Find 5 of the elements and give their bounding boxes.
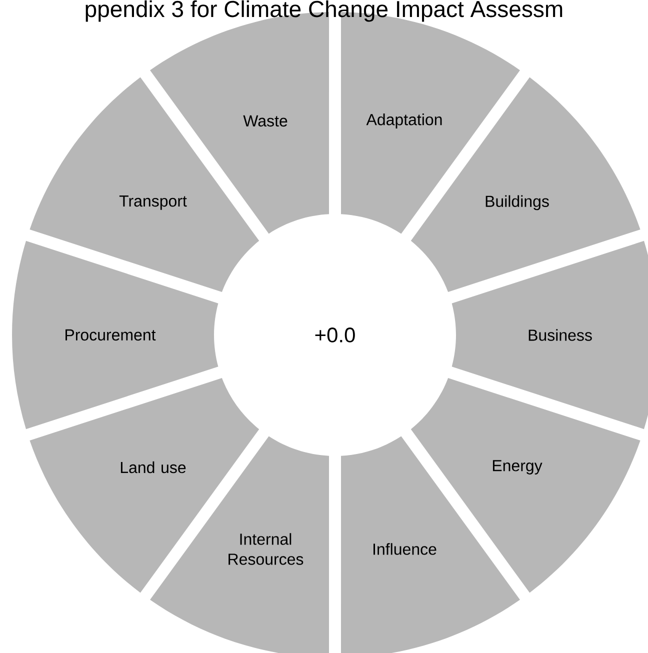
wheel-segment: Procurement (12, 240, 218, 430)
node-label: Procurement (66, 329, 156, 341)
node-label: Business (528, 329, 592, 341)
center-label: +0.0 (315, 328, 355, 342)
wheel-segment: Business (452, 240, 648, 430)
